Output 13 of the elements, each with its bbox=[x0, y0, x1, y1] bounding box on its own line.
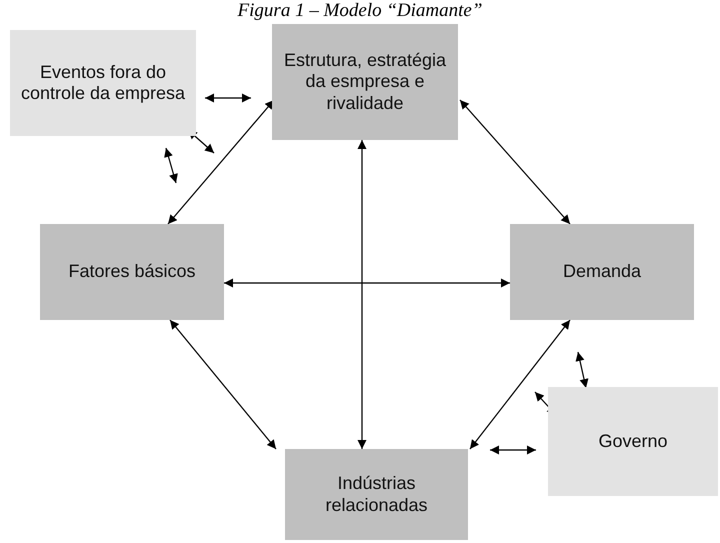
diamond-factor-box: Fatores básicos bbox=[40, 224, 224, 320]
double-arrow bbox=[168, 100, 274, 224]
double-arrow bbox=[358, 140, 366, 449]
diamond-factor-box: Estrutura, estratégia da esmpresa e rivalidade bbox=[272, 24, 458, 140]
double-arrow bbox=[224, 278, 510, 288]
figure-title: Figura 1 – Modelo “Diamante” bbox=[236, 0, 484, 22]
external-factor-box: Governo bbox=[548, 387, 718, 496]
external-factor-box: Eventos fora do controle da empresa bbox=[10, 30, 196, 136]
diamond-factor-box: Demanda bbox=[510, 224, 694, 320]
double-arrow bbox=[170, 320, 276, 450]
double-arrow bbox=[460, 100, 570, 224]
diamond-factor-box: Indústrias relacionadas bbox=[285, 449, 468, 540]
double-arrow bbox=[470, 320, 570, 450]
